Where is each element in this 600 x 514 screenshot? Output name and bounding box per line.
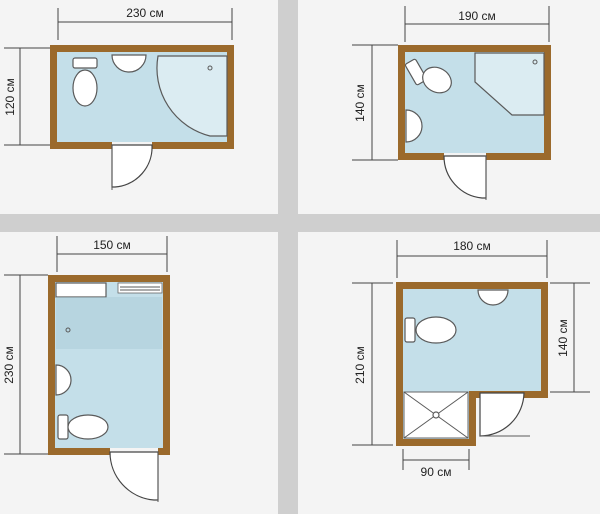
plan-1-width-label: 230 см <box>126 6 164 20</box>
plan-2-height-label: 140 см <box>353 84 367 122</box>
plan-4-height-label: 210 см <box>353 346 367 384</box>
plan-4-shower-width-label: 90 см <box>421 465 452 479</box>
plan-1-height-label: 120 см <box>3 78 17 116</box>
plan-3-height-label: 230 см <box>2 346 16 384</box>
plan-2-width-label: 190 см <box>458 9 496 23</box>
plan-3-width-label: 150 см <box>93 238 131 252</box>
plan-4-inner-height-label: 140 см <box>556 319 570 357</box>
plan-4-width-label: 180 см <box>453 239 491 253</box>
